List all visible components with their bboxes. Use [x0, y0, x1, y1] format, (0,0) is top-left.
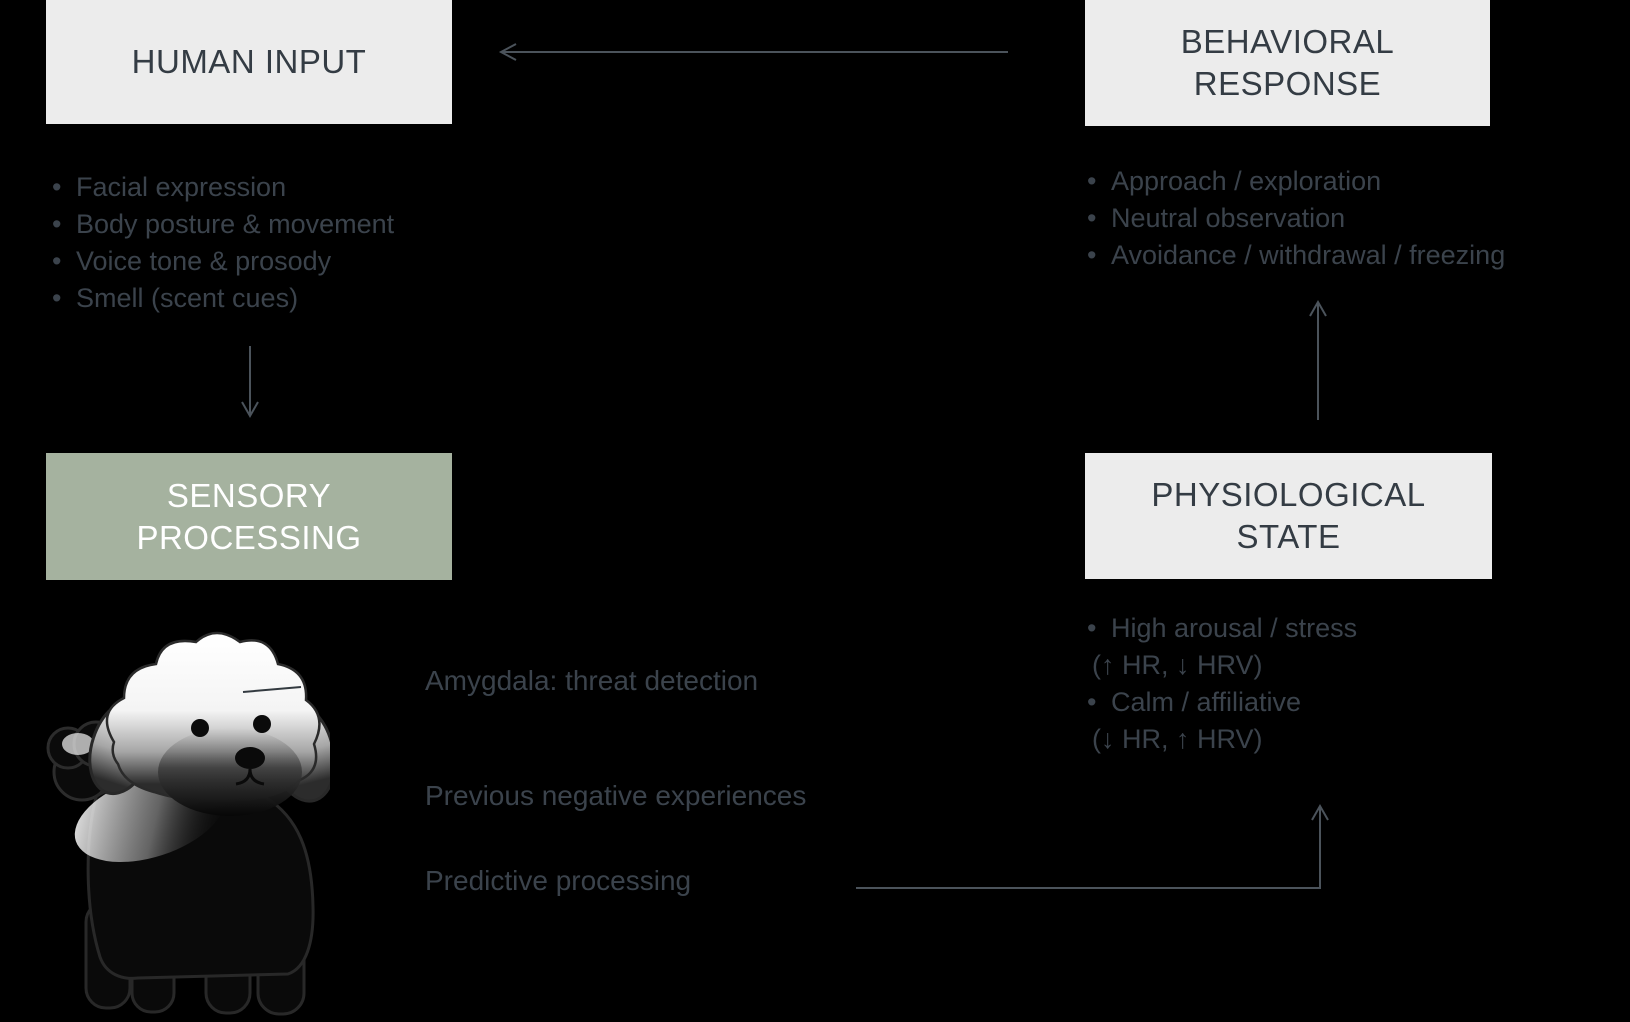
node-title-line1: PHYSIOLOGICAL [1151, 476, 1426, 513]
list-item: • Smell (scent cues) [52, 280, 394, 317]
predictive-processing-label: Predictive processing [425, 865, 692, 896]
amygdala-label: Amygdala: threat detection [425, 665, 759, 696]
list-item: • Neutral observation [1087, 200, 1505, 237]
fluffy-dog-svg [46, 631, 336, 1016]
node-physiological-state: PHYSIOLOGICAL STATE [1085, 453, 1492, 579]
list-item: • Approach / exploration [1087, 163, 1505, 200]
node-title-line2: RESPONSE [1193, 65, 1382, 102]
node-title-line2: STATE [1236, 518, 1341, 555]
list-item-text: Body posture & movement [76, 209, 395, 239]
list-item-text: (↓ HR, ↑ HRV) [1092, 724, 1263, 754]
bullet-dot: • [1087, 613, 1097, 643]
list-item: (↑ HR, ↓ HRV) [1087, 647, 1357, 684]
node-title-line1: SENSORY [166, 476, 332, 514]
bullet-dot: • [1087, 240, 1097, 270]
list-item-text: Facial expression [76, 172, 287, 202]
bullet-dot: • [52, 283, 62, 313]
bullet-dot: • [52, 172, 62, 202]
physiological-state-list: • High arousal / stress (↑ HR, ↓ HRV) • Calm… [1087, 610, 1357, 758]
list-item-text: (↑ HR, ↓ HRV) [1092, 650, 1263, 680]
list-item: • Avoidance / withdrawal / freezing [1087, 237, 1505, 274]
previous-experiences-label: Previous negative experiences [425, 780, 807, 811]
bullet-dot: • [1087, 166, 1097, 196]
node-sensory-processing: SENSORY PROCESSING [46, 453, 452, 580]
list-item-text: Smell (scent cues) [76, 283, 299, 313]
bullet-dot: • [1087, 203, 1097, 233]
list-item: • Calm / affiliative [1087, 684, 1357, 721]
list-item-text: Calm / affiliative [1111, 687, 1302, 717]
arrow-physiological-to-behavioral [1309, 299, 1327, 420]
dog-mouth [235, 768, 265, 786]
list-item-text: Voice tone & prosody [76, 246, 332, 276]
bullet-dot: • [1087, 687, 1097, 717]
list-item-text: High arousal / stress [1111, 613, 1358, 643]
dog-illustration [30, 612, 336, 1017]
arrow-predictive-to-physiological [856, 803, 1329, 889]
list-item-text: Approach / exploration [1111, 166, 1382, 196]
list-item: • Body posture & movement [52, 206, 394, 243]
bullet-dot: • [52, 209, 62, 239]
human-input-list: • Facial expression • Body posture & moveme… [52, 169, 394, 317]
list-item: (↓ HR, ↑ HRV) [1087, 721, 1357, 758]
behavioral-response-list: • Approach / exploration • Neutral observat… [1087, 163, 1505, 274]
dog-muzzle [158, 728, 302, 816]
list-item: • High arousal / stress [1087, 610, 1357, 647]
node-title-line1: BEHAVIORAL [1180, 23, 1395, 60]
dog-eye-right [253, 715, 271, 733]
arrow-behavioral-to-human [498, 43, 1008, 61]
dog-eye-left [191, 719, 209, 737]
list-item-text: Neutral observation [1111, 203, 1346, 233]
node-title: HUMAN INPUT [131, 43, 367, 80]
node-behavioral-response: BEHAVIORAL RESPONSE [1085, 0, 1490, 126]
list-item-text: Avoidance / withdrawal / freezing [1111, 240, 1506, 270]
dog-nose [235, 747, 265, 769]
node-human-input: HUMAN INPUT [46, 0, 452, 124]
arrow-human-to-sensory [241, 346, 259, 419]
bullet-dot: • [52, 246, 62, 276]
node-title-line2: PROCESSING [136, 518, 362, 556]
list-item: • Facial expression [52, 169, 394, 206]
list-item: • Voice tone & prosody [52, 243, 394, 280]
